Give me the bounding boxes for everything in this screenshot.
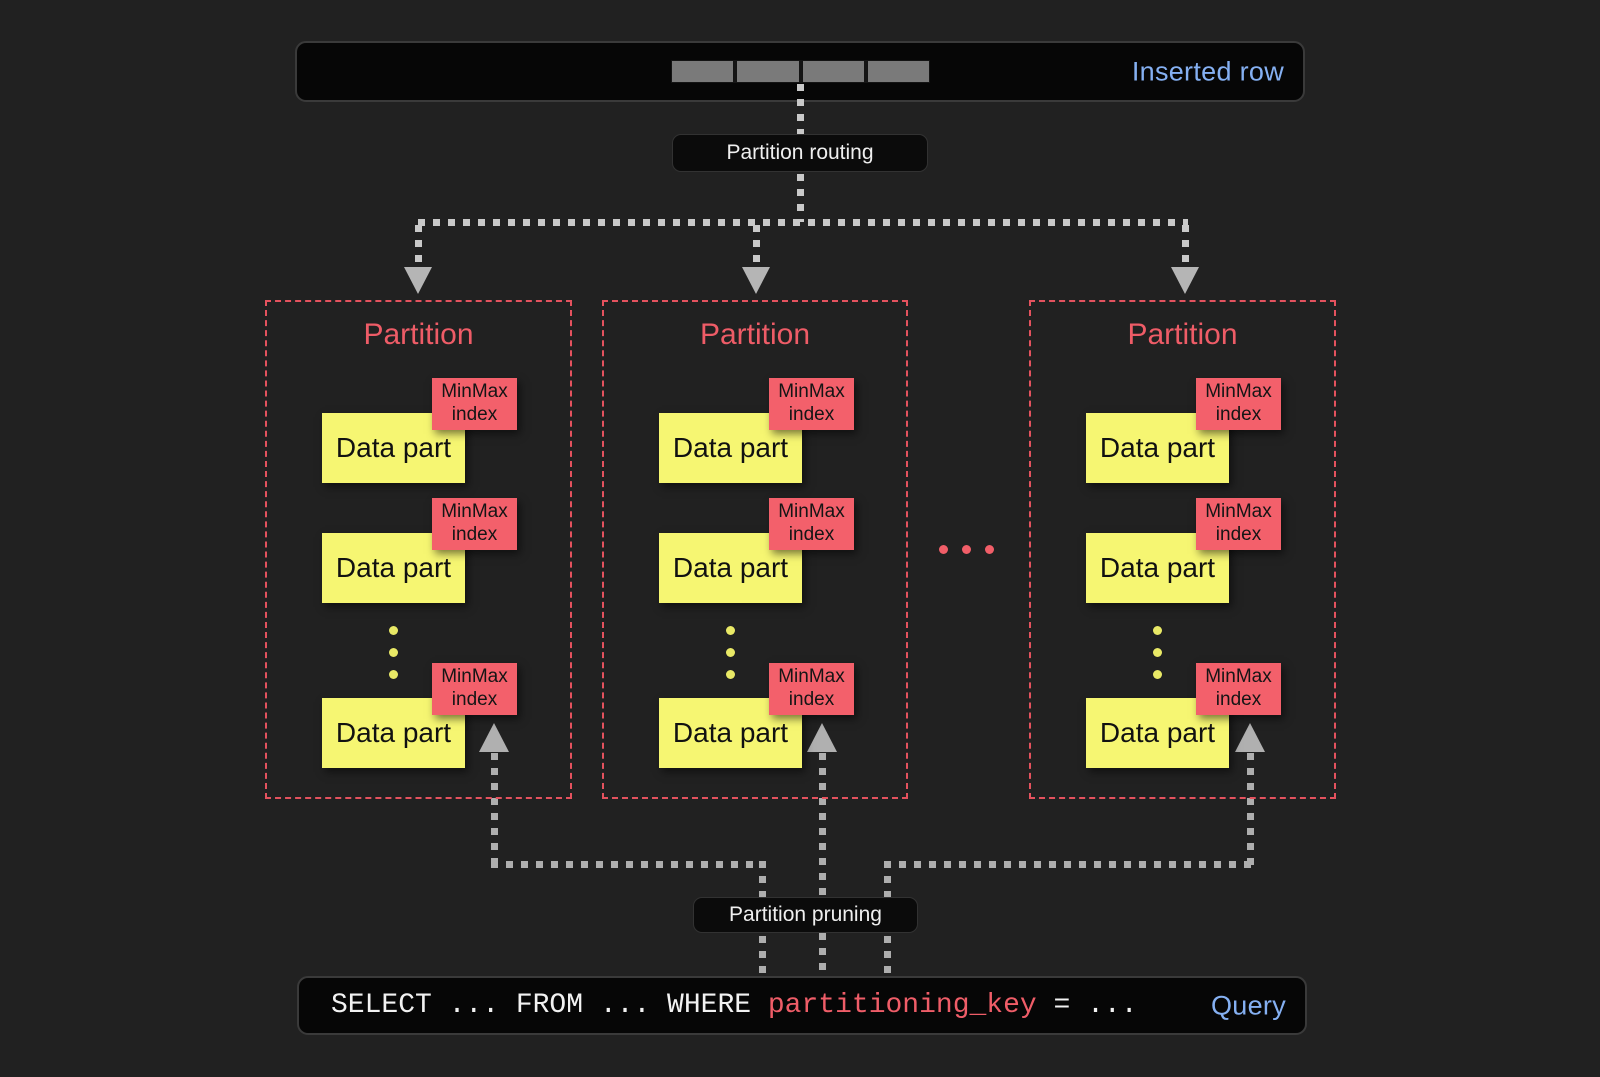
partition-title: Partition [363, 318, 474, 351]
arrow-up-icon [479, 723, 509, 752]
arrow-stem-left [415, 225, 422, 269]
data-part: Data part [659, 533, 802, 603]
partition-box-1: Partition Data part MinMax index Data pa… [265, 300, 572, 799]
more-partitions-ellipsis [939, 545, 994, 554]
data-part: Data part [1086, 533, 1229, 603]
minmax-index-tag: MinMax index [1196, 378, 1281, 430]
data-part-group: Data part MinMax index [604, 378, 906, 484]
arrow-up-icon [807, 723, 837, 752]
data-part-group: Data part MinMax index [604, 498, 906, 604]
pruning-line-middle [819, 753, 826, 976]
arrow-stem-middle [753, 225, 760, 269]
minmax-index-tag: MinMax index [1196, 498, 1281, 550]
partition-title: Partition [1127, 318, 1238, 351]
data-part-group: Data part MinMax index [1031, 663, 1334, 769]
row-cell [671, 60, 735, 83]
data-part-group: Data part MinMax index [1031, 378, 1334, 484]
partition-routing-label: Partition routing [672, 134, 928, 172]
query-box: SELECT ... FROM ... WHERE partitioning_k… [297, 976, 1307, 1035]
minmax-index-tag: MinMax index [432, 498, 517, 550]
row-cell [801, 60, 865, 83]
data-part-group: Data part MinMax index [267, 498, 570, 604]
data-part-group: Data part MinMax index [267, 378, 570, 484]
minmax-index-tag: MinMax index [432, 378, 517, 430]
arrow-down-icon [742, 267, 770, 294]
data-part-group: Data part MinMax index [604, 663, 906, 769]
partition-title: Partition [699, 318, 811, 351]
partition-pruning-label: Partition pruning [693, 897, 918, 933]
arrow-down-icon [1171, 267, 1199, 294]
inserted-row-label: Inserted row [1131, 56, 1284, 86]
minmax-index-tag: MinMax index [769, 663, 854, 715]
minmax-index-tag: MinMax index [432, 663, 517, 715]
distribution-line [418, 219, 1188, 226]
partition-box-2: Partition Data part MinMax index Data pa… [602, 300, 908, 799]
minmax-index-tag: MinMax index [1196, 663, 1281, 715]
sql-after: = ... [1036, 990, 1138, 1021]
more-parts-ellipsis [1086, 626, 1229, 679]
arrow-stem-right [1182, 225, 1189, 269]
data-part-group: Data part MinMax index [1031, 498, 1334, 604]
inserted-row-cells [671, 60, 930, 83]
data-part: Data part [1086, 413, 1229, 483]
pruning-line-left-up [491, 753, 498, 865]
sql-before: SELECT ... FROM ... WHERE [331, 990, 768, 1021]
more-parts-ellipsis [322, 626, 465, 679]
arrow-up-icon [1235, 723, 1265, 752]
pruning-line-right-horizontal [884, 861, 1254, 868]
data-part: Data part [659, 413, 802, 483]
arrow-down-icon [404, 267, 432, 294]
query-label: Query [1210, 990, 1286, 1020]
data-part-group: Data part MinMax index [267, 663, 570, 769]
minmax-index-tag: MinMax index [769, 378, 854, 430]
sql-partitioning-key: partitioning_key [767, 990, 1037, 1021]
partition-box-3: Partition Data part MinMax index Data pa… [1029, 300, 1336, 799]
more-parts-ellipsis [659, 626, 802, 679]
sql-query-text: SELECT ... FROM ... WHERE partitioning_k… [331, 990, 1138, 1021]
pruning-line-right-up [1247, 753, 1254, 865]
row-cell [866, 60, 930, 83]
row-cell [736, 60, 800, 83]
pruning-line-left-horizontal [491, 861, 766, 868]
minmax-index-tag: MinMax index [769, 498, 854, 550]
